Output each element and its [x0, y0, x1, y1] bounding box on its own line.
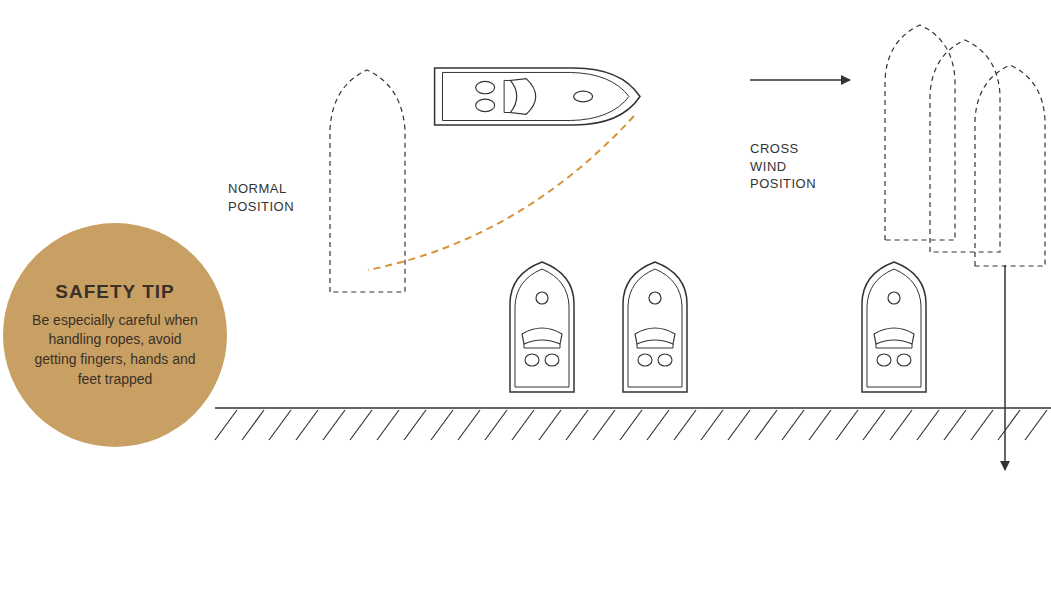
safety-tip-circle: SAFETY TIP Be especially careful when han… — [3, 223, 227, 447]
position-label: NORMAL POSITION — [228, 180, 318, 215]
tip-text: Be especially careful when handling rope… — [30, 311, 200, 389]
tip-heading: SAFETY TIP — [55, 281, 174, 303]
position-label: CROSS WIND POSITION — [750, 140, 822, 193]
